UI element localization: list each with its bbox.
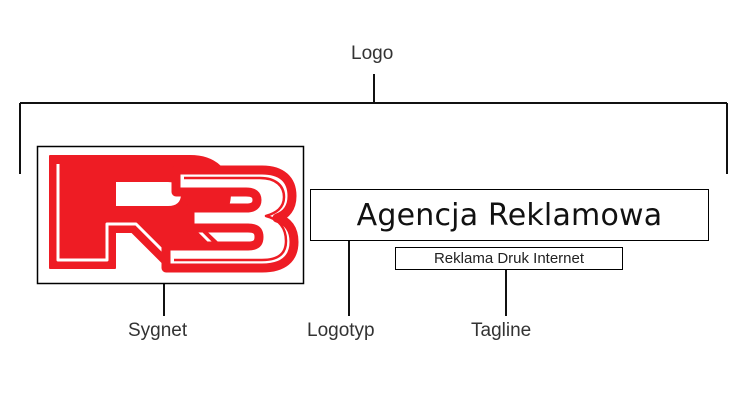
three-inner-stroke (174, 176, 288, 262)
tagline-box: Reklama Druk Internet (395, 247, 623, 270)
r3-mark (49, 155, 299, 273)
logotype-text: Agencja Reklamowa (356, 197, 663, 233)
logotyp-label: Logotyp (307, 320, 375, 341)
sygnet-label: Sygnet (128, 320, 188, 341)
tagline-text: Reklama Druk Internet (433, 250, 585, 267)
logo-label: Logo (351, 43, 394, 64)
logotype-box: Agencja Reklamowa (310, 189, 709, 241)
three-numeral (161, 165, 299, 273)
tagline-label: Tagline (471, 320, 532, 341)
logo-bracket (19, 74, 728, 174)
